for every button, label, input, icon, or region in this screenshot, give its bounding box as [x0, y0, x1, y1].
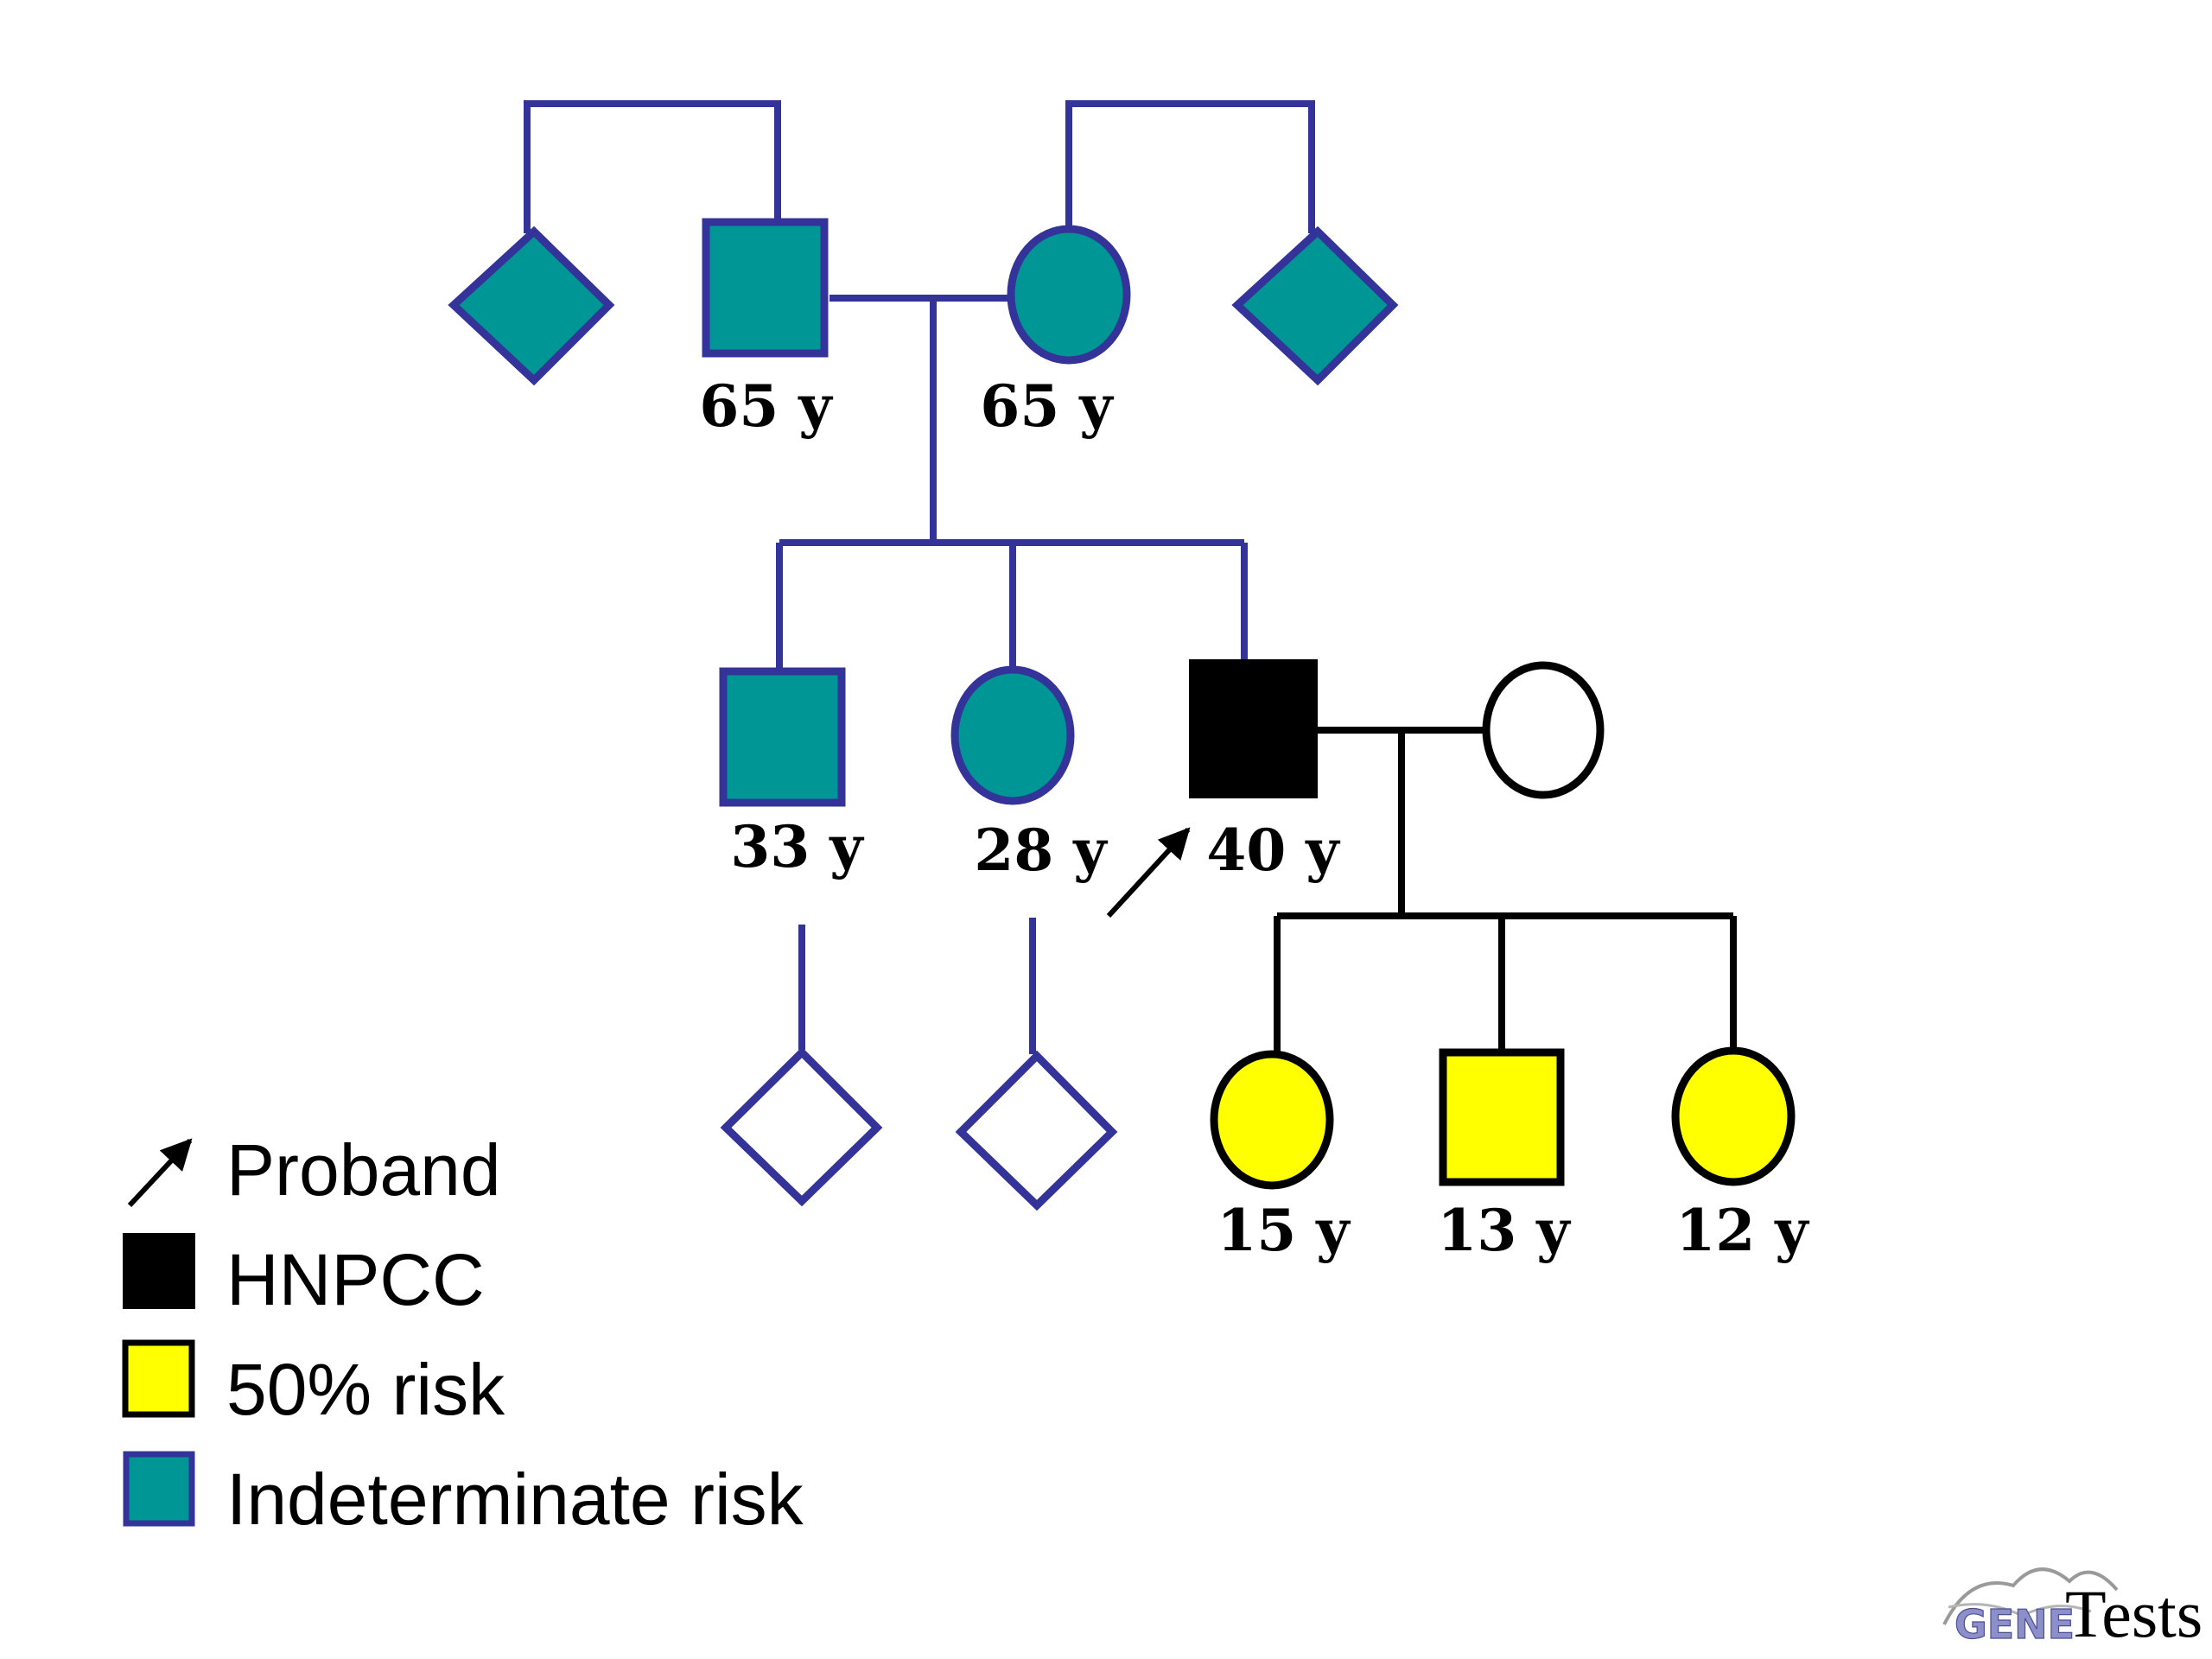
brother-offspring-diamond	[720, 1046, 883, 1207]
daughter1-circle	[1210, 1050, 1334, 1190]
daughter2-age-label: 12 y	[1675, 1197, 1809, 1264]
legend: Proband HNPCC 50% risk Indeterminate ris…	[122, 1129, 804, 1540]
legend-indeterminate-swatch	[123, 1451, 195, 1527]
logo-tests-text: Tests	[2065, 1576, 2202, 1651]
daughter1-age-label: 15 y	[1217, 1197, 1351, 1264]
proband-square	[1189, 659, 1318, 798]
sister-offspring-diamond	[955, 1050, 1118, 1211]
generation-1-lines	[524, 100, 1315, 1054]
logo-helix-icon	[1942, 1567, 2119, 1625]
daughter2-circle	[1671, 1046, 1796, 1186]
brother-age-label: 33 y	[730, 813, 864, 880]
proband-family-lines	[1274, 727, 1737, 1056]
paternal-sibling-diamond	[448, 226, 615, 386]
legend-risk50-label: 50% risk	[226, 1349, 505, 1430]
mother-age-label: 65 y	[980, 372, 1114, 440]
proband-age-label: 40 y	[1206, 817, 1340, 884]
sister-age-label: 28 y	[974, 817, 1108, 884]
paternal-sibship-line	[524, 100, 781, 233]
logo-gene-text: GENE	[1955, 1601, 2075, 1648]
logo-helix-curve-icon	[1948, 1603, 2092, 1618]
father-age-label: 65 y	[699, 372, 833, 440]
mother-circle	[1007, 225, 1131, 365]
legend-indeterminate-label: Indeterminate risk	[226, 1459, 804, 1540]
genetests-logo: GENE Tests	[1942, 1567, 2202, 1651]
son-age-label: 13 y	[1437, 1197, 1571, 1264]
father-square	[702, 218, 829, 358]
son-square	[1439, 1048, 1565, 1186]
proband-arrow-icon	[1106, 827, 1191, 918]
legend-proband-arrow-icon	[127, 1138, 193, 1208]
legend-hnpcc-swatch	[123, 1233, 195, 1309]
spouse-circle	[1482, 661, 1605, 799]
legend-hnpcc-label: HNPCC	[226, 1239, 485, 1320]
sister-circle	[950, 665, 1075, 805]
brother-square	[719, 667, 846, 807]
legend-proband-label: Proband	[226, 1129, 501, 1211]
legend-risk50-swatch	[122, 1339, 195, 1418]
maternal-sibling-diamond	[1231, 226, 1399, 386]
maternal-sibship-line	[1065, 100, 1315, 233]
